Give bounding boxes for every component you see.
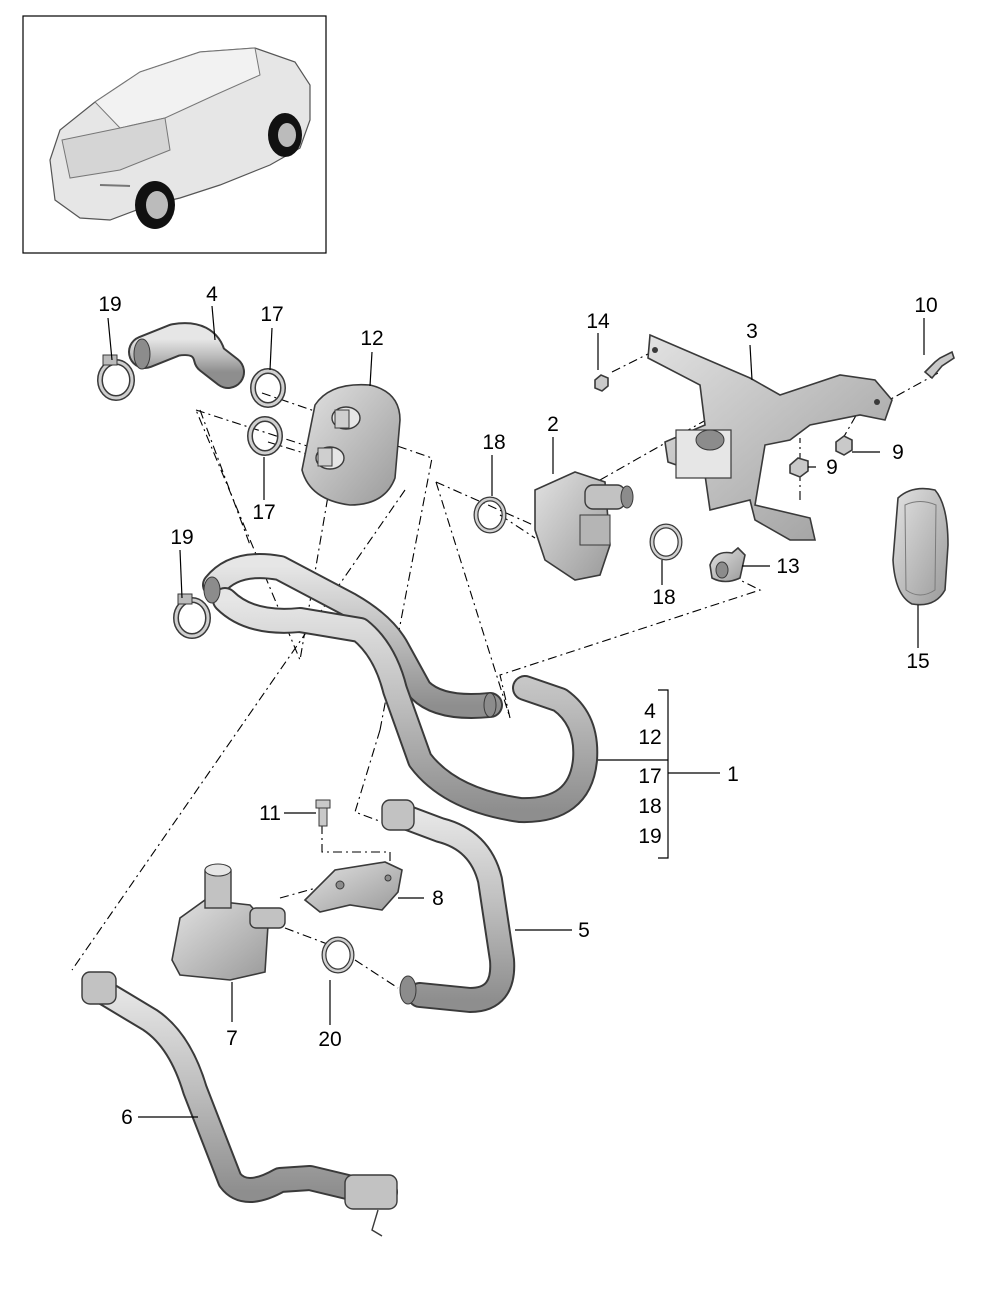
part-20-clamp [321,936,355,974]
callout-20: 20 [318,1028,341,1051]
callout-10: 10 [914,294,937,317]
callout-18-lower: 18 [652,586,675,609]
callout-2: 2 [547,413,559,436]
callout-11: 11 [259,802,281,825]
callout-7: 7 [226,1027,238,1050]
callout-13: 13 [776,555,799,578]
part-1-hose-assembly [202,553,599,824]
callout-15: 15 [906,650,929,673]
part-19-clamp-upper [97,354,135,401]
part-11-bolt [315,799,331,827]
callout-9-left: 9 [826,456,838,479]
part-7-pump [171,863,286,981]
callout-5: 5 [578,919,590,942]
part-14-nut [594,374,609,392]
part-15-cover [892,487,949,606]
callout-4: 4 [206,283,218,306]
part-10-stud [923,350,955,380]
callout-18-upper: 18 [482,431,505,454]
kit-item-5: 19 [638,825,661,848]
callout-3: 3 [746,320,758,343]
callout-labels: 19 4 17 12 17 18 2 14 3 10 9 9 18 13 15 … [98,283,937,1129]
suv-vehicle-icon [49,47,311,229]
part-18-clamps [473,496,683,561]
part-6-hose [81,971,398,1237]
part-2-valve [534,471,634,581]
kit-item-3: 17 [638,765,661,788]
part-17-clamps [247,368,286,456]
part-12-mount [301,383,401,506]
callout-19-lower: 19 [170,526,193,549]
callout-17-lower: 17 [252,501,275,524]
part-13-bracket-clip [709,546,746,583]
part-8-bracket [303,861,403,913]
callout-8: 8 [432,887,444,910]
assembly-lines [71,347,941,989]
part-19-clamp-lower [173,593,211,639]
part-4-hose [128,322,245,389]
part-5-hose [381,799,516,1013]
vehicle-thumbnail [22,15,327,254]
kit-item-4: 18 [638,795,661,818]
callout-14: 14 [586,310,610,333]
part-9-nuts [789,435,853,478]
callout-17-upper: 17 [260,303,283,326]
kit-contents-list: 4 12 17 18 19 1 [638,700,739,848]
callout-6: 6 [121,1106,133,1129]
callout-12: 12 [360,327,383,350]
callout-19-upper: 19 [98,293,121,316]
kit-item-1: 4 [644,700,656,723]
part-3-bracket [647,333,893,541]
kit-item-2: 12 [638,726,661,749]
callout-9-right: 9 [892,441,904,464]
callout-1: 1 [727,763,739,786]
leader-lines [107,305,925,1118]
